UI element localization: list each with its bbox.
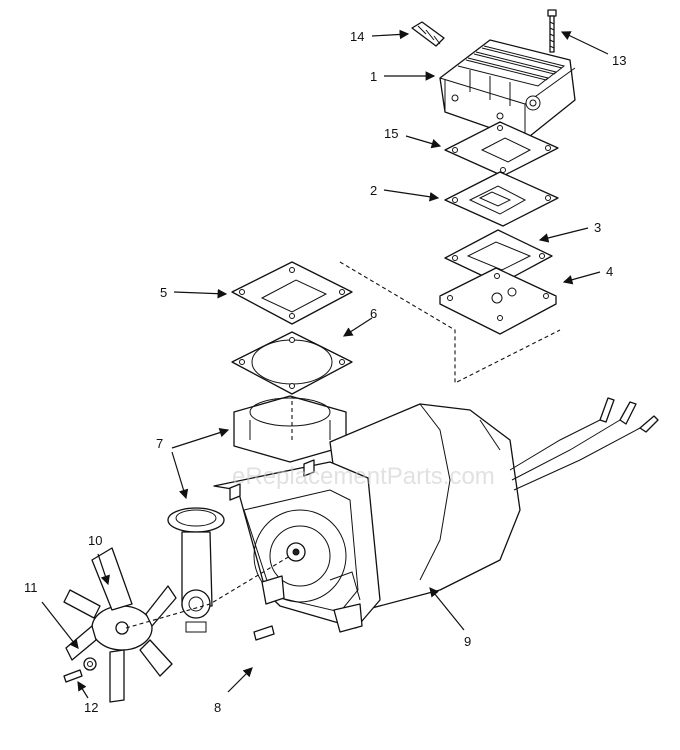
callout-2: 2 xyxy=(370,183,377,198)
cylinder-gasket xyxy=(231,261,353,325)
callout-5: 5 xyxy=(160,285,167,300)
fan-nut xyxy=(83,657,97,671)
fan xyxy=(63,547,177,703)
fan-screw xyxy=(63,669,83,683)
callout-3: 3 xyxy=(594,220,601,235)
watermark-text: eReplacementParts.com xyxy=(232,463,495,490)
callout-8: 8 xyxy=(214,700,221,715)
head-screw xyxy=(547,9,557,53)
callout-7: 7 xyxy=(156,436,163,451)
callout-1: 1 xyxy=(370,69,377,84)
callout-9: 9 xyxy=(464,634,471,649)
cylinder-sleeve xyxy=(231,331,353,395)
cylinder-head xyxy=(439,39,576,141)
fitting xyxy=(411,21,445,47)
connecting-rod xyxy=(167,507,225,633)
callout-4: 4 xyxy=(606,264,613,279)
valve-plate xyxy=(439,267,557,335)
leader-lines xyxy=(41,29,609,699)
motor xyxy=(213,397,659,633)
callout-6: 6 xyxy=(370,306,377,321)
callout-12: 12 xyxy=(84,700,98,715)
head-gasket xyxy=(444,121,559,177)
valve-plate-assembly xyxy=(444,171,559,227)
callout-10: 10 xyxy=(88,533,102,548)
wrist-pin xyxy=(253,625,275,641)
callout-14: 14 xyxy=(350,29,364,44)
callout-13: 13 xyxy=(612,53,626,68)
callout-15: 15 xyxy=(384,126,398,141)
callout-11: 11 xyxy=(24,580,38,595)
cylinder xyxy=(233,395,347,463)
